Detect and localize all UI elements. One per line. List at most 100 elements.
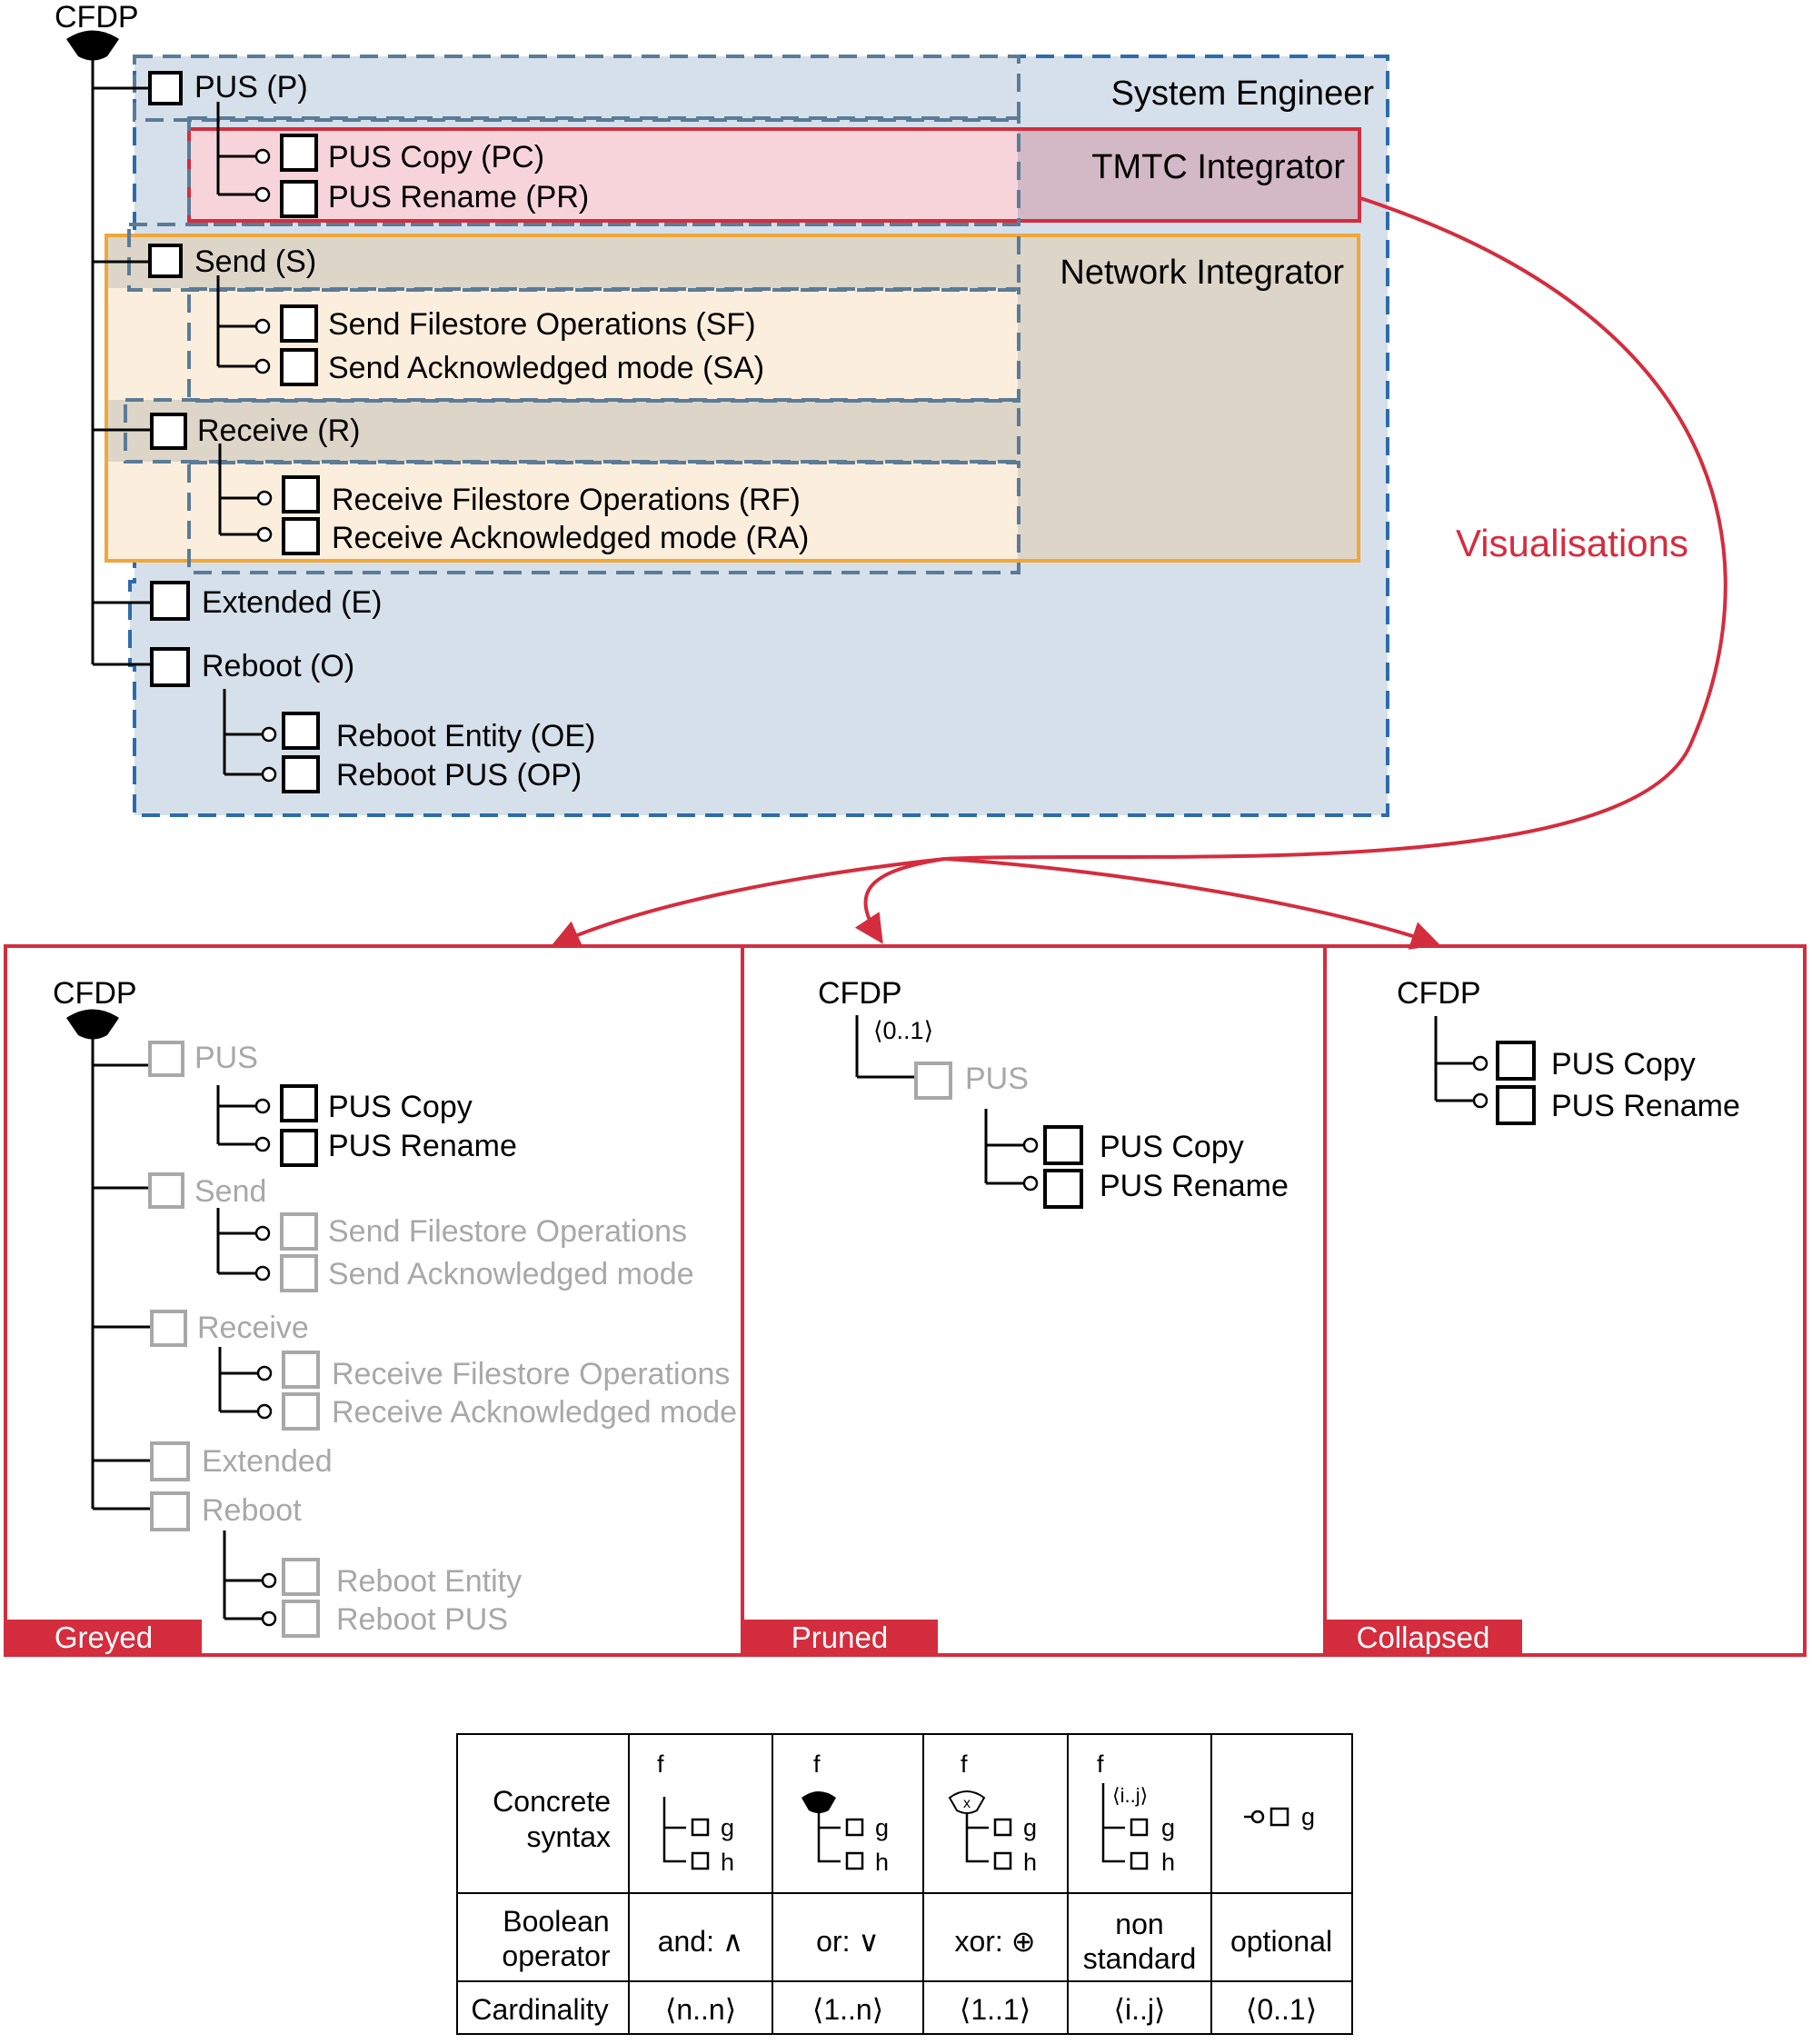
svg-text:x: x <box>963 1796 971 1811</box>
pruned-box-pus-rename <box>1043 1169 1083 1209</box>
root-label: CFDP <box>55 0 139 35</box>
collapsed-tree-lines <box>1434 1016 1488 1109</box>
legend-table-grid <box>456 1733 1353 2035</box>
tab-collapsed <box>1325 1620 1522 1655</box>
pruned-pus: PUS <box>965 1062 1029 1096</box>
pruned-box-pus <box>914 1062 952 1100</box>
svg-text:g: g <box>1301 1803 1315 1830</box>
visualisations-label: Visualisations <box>1456 522 1688 564</box>
greyed-pus-rename: PUS Rename <box>328 1129 517 1163</box>
feature-pus-copy: PUS Copy (PC) <box>328 140 544 174</box>
svg-text:f: f <box>1097 1750 1104 1778</box>
tab-pruned <box>742 1620 938 1655</box>
feature-receive-filestore: Receive Filestore Operations (RF) <box>332 483 801 517</box>
svg-text:⟨i..j⟩: ⟨i..j⟩ <box>1112 1784 1148 1807</box>
legend-boolean-1: Boolean <box>503 1905 609 1938</box>
greyed-receive-ack: Receive Acknowledged mode <box>332 1395 737 1430</box>
feature-pus-rename: PUS Rename (PR) <box>328 180 589 214</box>
legend-op-xor: xor: ⊕ <box>954 1925 1035 1958</box>
tab-pruned-label: Pruned <box>792 1620 888 1654</box>
svg-text:f: f <box>813 1750 821 1778</box>
feature-reboot-entity: Reboot Entity (OE) <box>336 719 595 753</box>
greyed-boxes-grey <box>148 1041 320 1638</box>
pruned-pus-copy: PUS Copy <box>1100 1130 1244 1164</box>
greyed-pus: PUS <box>194 1041 258 1075</box>
svg-text:f: f <box>657 1750 664 1778</box>
legend-op-optional: optional <box>1230 1925 1332 1958</box>
greyed-extended: Extended <box>202 1444 333 1479</box>
greyed-send-filestore: Send Filestore Operations <box>328 1214 687 1249</box>
syntax-optional-icon: g <box>1244 1803 1315 1830</box>
greyed-reboot-pus: Reboot PUS <box>336 1602 508 1637</box>
main-feature-boxes <box>148 71 320 793</box>
greyed-pus-copy: PUS Copy <box>328 1090 473 1124</box>
greyed-tree-lines <box>91 1036 277 1627</box>
svg-text:f: f <box>961 1750 968 1778</box>
legend-cardinality: Cardinality <box>471 1993 608 2026</box>
system-engineer-label: System Engineer <box>1111 75 1375 113</box>
svg-text:g: g <box>875 1814 889 1841</box>
feature-reboot: Reboot (O) <box>202 649 354 683</box>
syntax-xor-icon: f x g h <box>948 1750 1037 1876</box>
syntax-and-icon: f g h <box>657 1750 734 1876</box>
syntax-nonstandard-icon: f ⟨i..j⟩ g h <box>1097 1750 1175 1876</box>
legend-op-and: and: ∧ <box>658 1925 744 1958</box>
collapsed-box-pus-copy <box>1496 1041 1536 1081</box>
pruned-tree-lines <box>855 1015 1039 1192</box>
svg-text:h: h <box>875 1849 889 1876</box>
collapsed-box-pus-rename <box>1496 1085 1536 1125</box>
legend-card-or: ⟨1..n⟩ <box>812 1993 883 2026</box>
tab-collapsed-label: Collapsed <box>1357 1620 1490 1654</box>
network-overlap-receive-header <box>106 400 1359 462</box>
svg-text:h: h <box>1023 1849 1037 1876</box>
syntax-or-icon: f g h <box>801 1750 889 1876</box>
tmtc-integrator-label: TMTC Integrator <box>1091 148 1345 186</box>
collapsed-pus-copy: PUS Copy <box>1551 1047 1696 1082</box>
svg-text:g: g <box>1023 1814 1037 1841</box>
network-integrator-label: Network Integrator <box>1060 254 1344 292</box>
collapsed-pus-rename: PUS Rename <box>1551 1089 1740 1123</box>
feature-pus: PUS (P) <box>194 70 308 105</box>
network-overlap-right <box>1018 235 1359 561</box>
collapsed-root: CFDP <box>1397 976 1481 1011</box>
feature-receive-ack: Receive Acknowledged mode (RA) <box>332 521 809 555</box>
svg-text:g: g <box>1161 1814 1175 1841</box>
feature-send: Send (S) <box>194 244 316 279</box>
visualisation-arrows <box>551 196 1727 950</box>
main-feature-tree <box>91 56 277 783</box>
view-panels <box>4 944 1807 1657</box>
legend-concrete-2: syntax <box>527 1820 611 1853</box>
tab-greyed-label: Greyed <box>55 1620 153 1654</box>
legend-card-xor: ⟨1..1⟩ <box>960 1993 1030 2026</box>
feature-send-filestore: Send Filestore Operations (SF) <box>328 307 756 342</box>
greyed-boxes-active <box>280 1084 318 1167</box>
pruned-box-pus-copy <box>1043 1125 1083 1165</box>
feature-extended: Extended (E) <box>202 585 382 620</box>
or-group-icon <box>66 30 119 61</box>
legend-op-nonstd-1: non <box>1115 1908 1163 1940</box>
greyed-send-ack: Send Acknowledged mode <box>328 1257 694 1291</box>
greyed-receive-filestore: Receive Filestore Operations <box>332 1357 730 1391</box>
greyed-receive: Receive <box>197 1311 309 1345</box>
legend-boolean-2: operator <box>502 1939 611 1972</box>
pruned-cardinality: ⟨0..1⟩ <box>873 1017 933 1044</box>
legend-op-or: or: ∨ <box>816 1925 880 1958</box>
legend-card-nonstd: ⟨i..j⟩ <box>1114 1993 1166 2026</box>
pruned-pus-rename: PUS Rename <box>1100 1169 1289 1203</box>
greyed-reboot-entity: Reboot Entity <box>336 1564 522 1599</box>
svg-text:h: h <box>1161 1849 1175 1876</box>
tab-greyed <box>5 1620 202 1655</box>
greyed-or-icon <box>66 1009 119 1040</box>
legend-op-nonstd-2: standard <box>1083 1942 1197 1975</box>
feature-receive: Receive (R) <box>197 414 360 448</box>
svg-text:g: g <box>721 1814 734 1841</box>
feature-reboot-pus: Reboot PUS (OP) <box>336 758 582 793</box>
legend-card-optional: ⟨0..1⟩ <box>1246 1993 1317 2026</box>
greyed-root: CFDP <box>53 976 137 1011</box>
greyed-send: Send <box>194 1174 266 1209</box>
svg-text:h: h <box>721 1849 734 1876</box>
tmtc-overlap <box>1018 129 1359 221</box>
feature-send-ack: Send Acknowledged mode (SA) <box>328 351 764 385</box>
